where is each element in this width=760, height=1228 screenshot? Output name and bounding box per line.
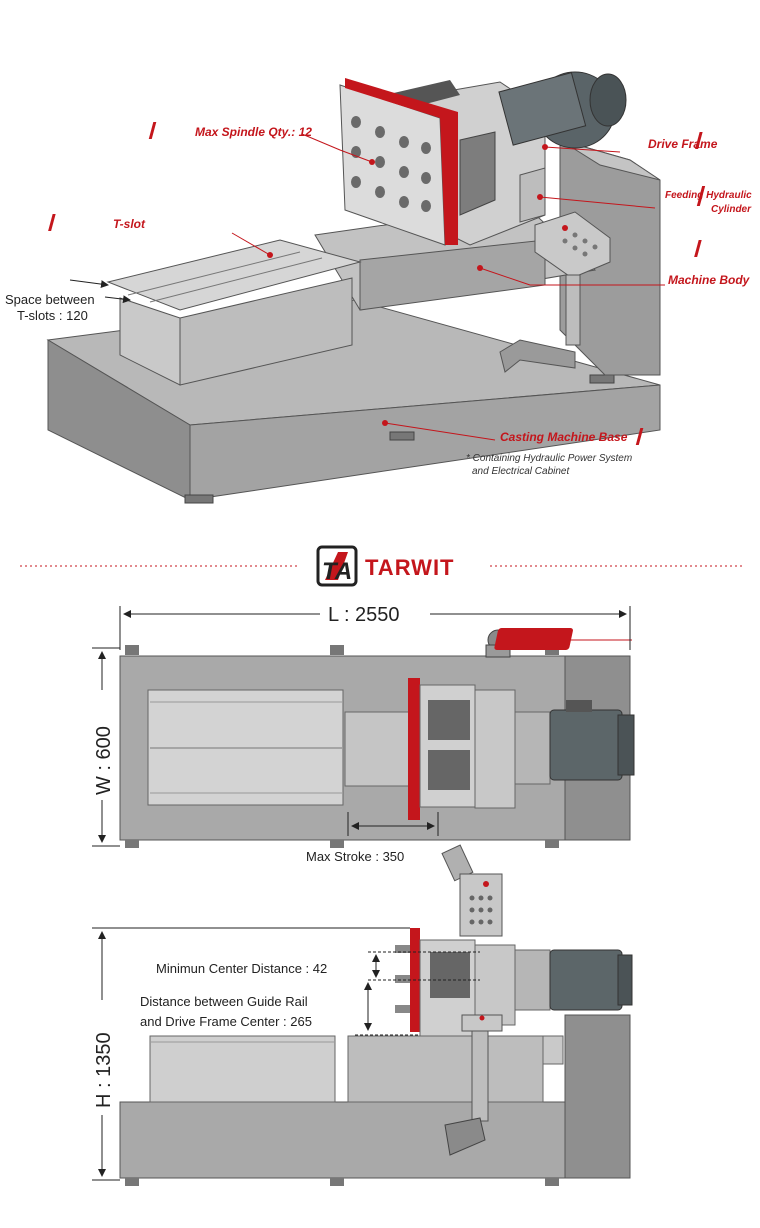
svg-text:TA: TA bbox=[322, 558, 352, 585]
side-base bbox=[119, 1101, 566, 1179]
dim-length: L : 2550 bbox=[328, 604, 400, 626]
side-motor bbox=[549, 949, 623, 1011]
feeding-cylinder bbox=[519, 167, 546, 223]
control-panel bbox=[534, 211, 611, 279]
callout-casting-note-1: * Containing Hydraulic Power System bbox=[466, 453, 632, 464]
callout-machine-body: Machine Body bbox=[668, 273, 751, 287]
callout-leaders bbox=[231, 133, 665, 641]
dim-width: W : 600 bbox=[93, 726, 115, 795]
dim-guide-2: and Drive Frame Center : 265 bbox=[140, 1014, 312, 1029]
brand-logo: TA bbox=[316, 545, 358, 587]
callout-feeding-1: Feeding Hydraulic bbox=[665, 190, 752, 201]
dim-stroke: Max Stroke : 350 bbox=[306, 849, 404, 864]
isometric-view bbox=[46, 71, 661, 504]
dim-height: H : 1350 bbox=[93, 1032, 115, 1108]
dim-min-center: Minimun Center Distance : 42 bbox=[156, 961, 327, 976]
top-view: L : 2550 W : 600 Oil Inlet bbox=[92, 604, 687, 937]
dim-guide-1: Distance between Guide Rail bbox=[140, 994, 308, 1009]
side-machine-body bbox=[347, 1035, 544, 1103]
casting-base-side bbox=[189, 384, 661, 501]
callout-casting-base: Casting Machine Base bbox=[500, 430, 628, 444]
callout-feeding-2: Cylinder bbox=[711, 204, 752, 215]
side-view: H : 1350 Minimun Center Distance : 42 bbox=[92, 927, 633, 1186]
top-control-pendant bbox=[459, 873, 503, 937]
side-control-column bbox=[471, 1030, 489, 1122]
oil-inlet-label: Oil Inlet bbox=[642, 633, 687, 648]
side-t-slot-table bbox=[149, 1035, 336, 1103]
brand-name: TARWIT bbox=[365, 555, 455, 580]
space-between-label-1: Space between bbox=[5, 292, 95, 307]
callout-casting-note-2: and Electrical Cabinet bbox=[472, 466, 570, 477]
space-between-label-2: T-slots : 120 bbox=[17, 308, 88, 323]
callout-max-spindle: Max Spindle Qty.: 12 bbox=[195, 125, 312, 139]
top-motor bbox=[549, 709, 623, 781]
top-spindle-plate bbox=[408, 678, 420, 820]
oil-inlet-box bbox=[494, 628, 573, 650]
callout-drive-frame: Drive Frame bbox=[648, 137, 718, 151]
callout-t-slot: T-slot bbox=[113, 217, 146, 231]
spindle-holes bbox=[351, 116, 431, 212]
